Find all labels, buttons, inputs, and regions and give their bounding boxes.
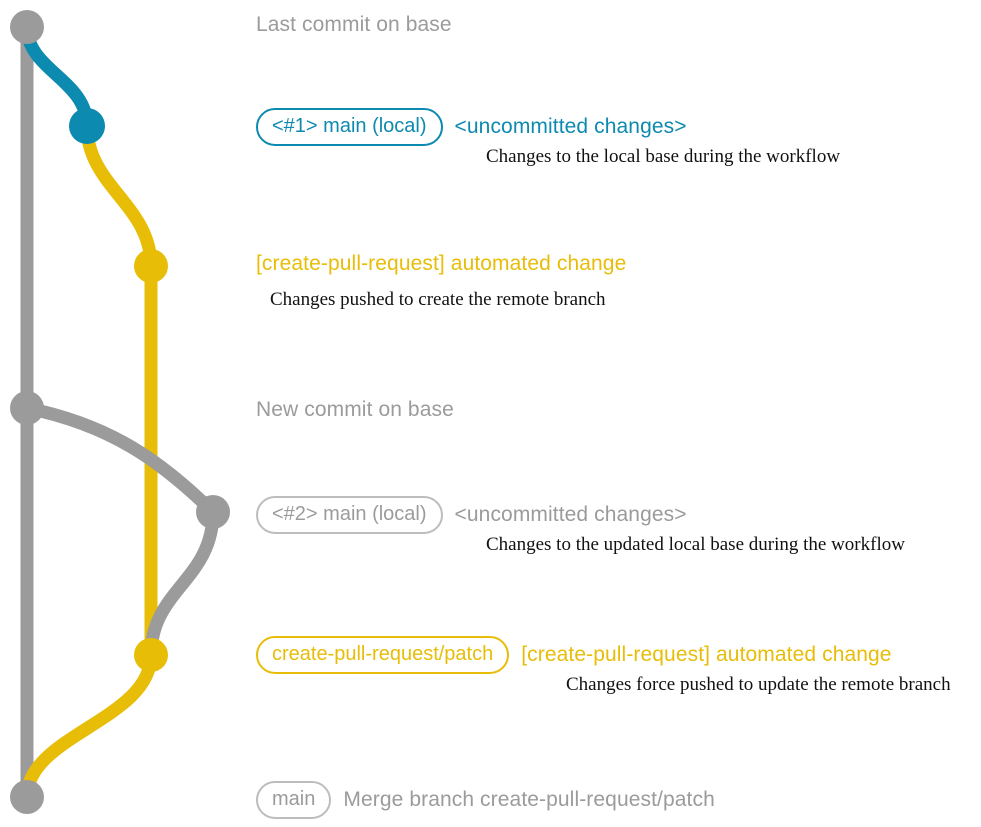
row-description-automated-change-update: Changes force pushed to update the remot… (566, 674, 951, 695)
remote-branch-line-1 (80, 119, 158, 662)
row-automated-change-create: [create-pull-request] automated change (256, 252, 626, 276)
row-new-commit-on-base: New commit on base (256, 398, 454, 422)
row-title: [create-pull-request] automated change (521, 643, 892, 666)
commit-node-base-head (10, 10, 44, 44)
branch-badge-create-pull-request-patch[interactable]: create-pull-request/patch (256, 636, 510, 674)
commit-node-remote-2 (134, 638, 168, 672)
merge-line (20, 648, 158, 804)
row-description-local-main-2: Changes to the updated local base during… (486, 534, 905, 555)
branch-graph (10, 10, 230, 814)
row-title: <uncommitted changes> (454, 503, 687, 526)
local-to-remote-line-2 (144, 505, 220, 662)
row-description-automated-change-create: Changes pushed to create the remote bran… (270, 289, 606, 310)
row-automated-change-update: create-pull-request/patch [create-pull-r… (256, 636, 892, 674)
row-title: <uncommitted changes> (454, 115, 687, 138)
branch-badge-main[interactable]: main (256, 781, 332, 819)
row-title: Merge branch create-pull-request/patch (343, 788, 715, 811)
row-merge-commit: main Merge branch create-pull-request/pa… (256, 781, 715, 819)
row-description-local-main-1: Changes to the local base during the wor… (486, 146, 841, 167)
commit-node-merge (10, 780, 44, 814)
commit-node-base-new (10, 391, 44, 425)
commit-node-local-1 (69, 108, 105, 144)
commit-node-remote-1 (134, 249, 168, 283)
commit-nodes (10, 10, 230, 814)
row-last-commit-on-base: Last commit on base (256, 13, 452, 37)
branch-badge-local-main-2[interactable]: <#2> main (local) (256, 496, 443, 534)
row-title: Last commit on base (256, 13, 452, 36)
row-local-main-2: <#2> main (local) <uncommitted changes> (256, 496, 687, 534)
commit-node-local-2 (196, 495, 230, 529)
row-title: New commit on base (256, 398, 454, 421)
row-local-main-1: <#1> main (local) <uncommitted changes> (256, 108, 687, 146)
local-branch-line-2 (20, 401, 220, 519)
branch-badge-local-main-1[interactable]: <#1> main (local) (256, 108, 443, 146)
row-title: [create-pull-request] automated change (256, 252, 627, 275)
